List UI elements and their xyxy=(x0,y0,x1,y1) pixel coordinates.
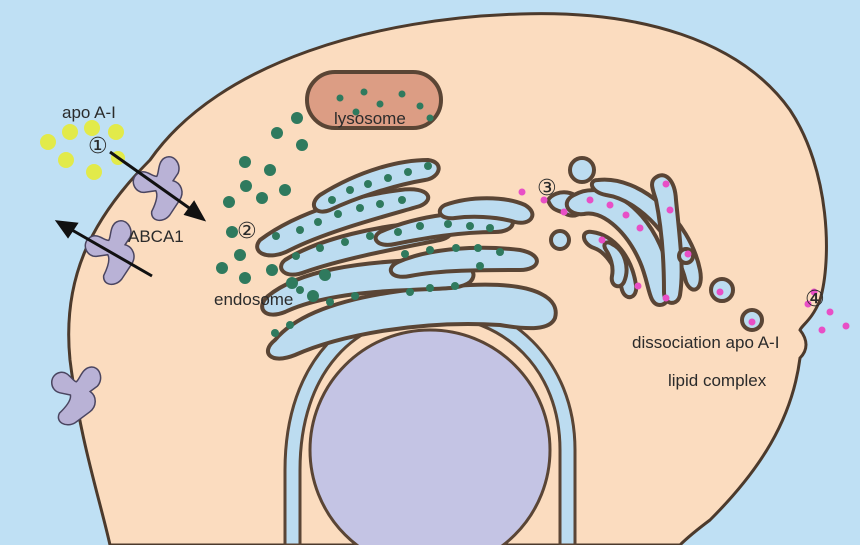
green-particles xyxy=(216,112,504,337)
step-4-marker: ④ xyxy=(805,287,825,312)
golgi-apparatus xyxy=(545,156,764,332)
abca1-label: ABCA1 xyxy=(128,227,184,246)
step-1-marker: ① xyxy=(88,134,108,159)
apo-ai-label: apo A-I xyxy=(62,103,116,122)
step-3-marker: ③ xyxy=(537,176,557,201)
step-2-marker: ② xyxy=(237,219,257,244)
lysosome-label: lysosome xyxy=(334,109,406,128)
lipid-particles xyxy=(518,180,850,334)
lipid-complex-label: lipid complex xyxy=(668,371,767,390)
transport-arrows xyxy=(54,150,207,278)
lysosome xyxy=(305,70,443,130)
endosome-label: endosome xyxy=(214,290,293,309)
dissociation-label: dissociation apo A-I xyxy=(632,333,779,352)
